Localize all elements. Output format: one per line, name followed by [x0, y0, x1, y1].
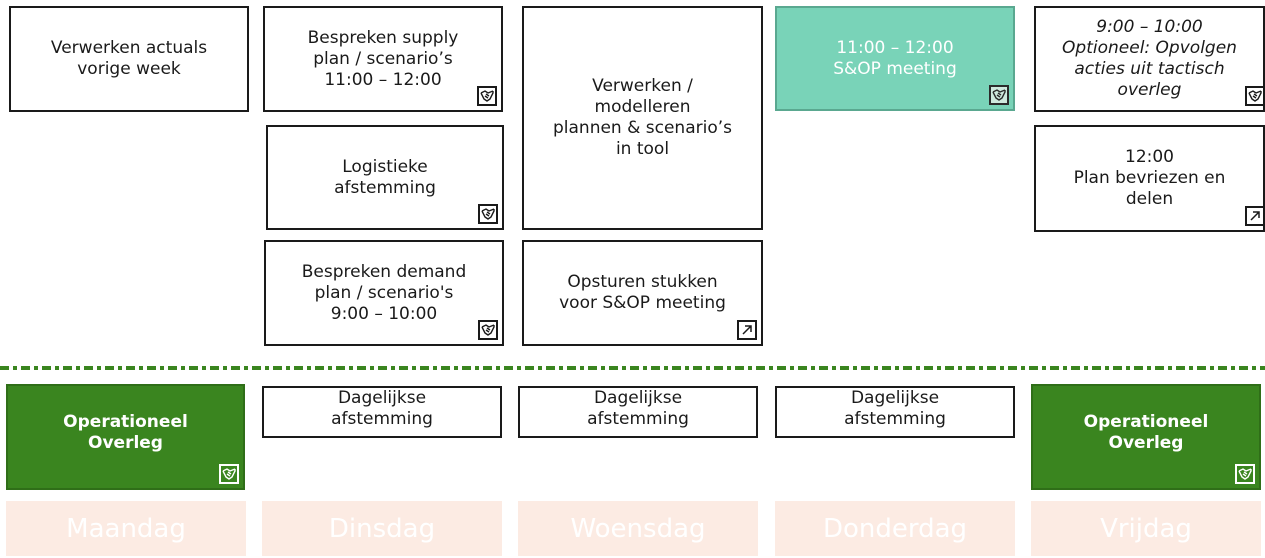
- card-text: plan / scenario’s: [313, 48, 453, 69]
- day-label-donderdag: Donderdag: [775, 501, 1015, 556]
- card-text: afstemming: [331, 409, 433, 429]
- handshake-icon: [219, 464, 239, 484]
- card-plan-bevriezen: 12:00 Plan bevriezen en delen: [1034, 125, 1265, 232]
- share-arrow-icon: [737, 320, 757, 340]
- card-text: Operationeel: [1083, 412, 1209, 432]
- card-verwerken-modelleren: Verwerken / modelleren plannen & scenari…: [522, 6, 763, 230]
- card-text: in tool: [615, 139, 670, 159]
- share-arrow-icon: [1245, 206, 1265, 226]
- card-text: Dagelijkse: [850, 388, 940, 408]
- card-dagelijkse-afstemming-thursday: Dagelijkse afstemming: [775, 386, 1015, 438]
- card-text: Verwerken actuals: [50, 38, 208, 58]
- handshake-icon: [478, 204, 498, 224]
- card-text: Optioneel: Opvolgen: [1062, 38, 1237, 58]
- card-text: Logistieke: [342, 156, 428, 177]
- card-text: Opsturen stukken: [567, 272, 718, 292]
- card-text: plannen & scenario’s: [552, 118, 732, 138]
- card-text: 11:00 – 12:00: [836, 37, 954, 58]
- handshake-icon: [989, 85, 1009, 105]
- day-label-dinsdag: Dinsdag: [262, 501, 502, 556]
- card-text: acties uit tactisch: [1074, 59, 1225, 79]
- card-text: overleg: [1117, 80, 1182, 100]
- card-text: afstemming: [334, 177, 436, 198]
- card-text: 9:00 – 10:00: [1096, 17, 1203, 37]
- card-text: Bespreken supply: [307, 27, 459, 48]
- card-text: voor S&OP meeting: [559, 293, 726, 313]
- day-label-vrijdag: Vrijdag: [1031, 501, 1261, 556]
- card-operationeel-overleg-friday: Operationeel Overleg: [1031, 384, 1261, 490]
- card-text: Dagelijkse: [593, 388, 683, 408]
- handshake-icon: [1235, 464, 1255, 484]
- card-text: 12:00: [1125, 147, 1174, 167]
- card-text: vorige week: [77, 59, 181, 79]
- card-operationeel-overleg-monday: Operationeel Overleg: [6, 384, 245, 490]
- handshake-icon: [478, 320, 498, 340]
- card-dagelijkse-afstemming-tuesday: Dagelijkse afstemming: [262, 386, 502, 438]
- card-text: afstemming: [587, 409, 689, 429]
- card-text: afstemming: [844, 409, 946, 429]
- card-text: delen: [1125, 189, 1174, 209]
- card-text: modelleren: [594, 97, 691, 117]
- card-text: Bespreken demand: [301, 261, 467, 282]
- card-sop-meeting: 11:00 – 12:00 S&OP meeting: [775, 6, 1015, 111]
- operational-divider: [0, 366, 1265, 370]
- handshake-icon: [1245, 86, 1265, 106]
- card-opsturen-stukken: Opsturen stukken voor S&OP meeting: [522, 240, 763, 346]
- day-label-woensdag: Woensdag: [518, 501, 758, 556]
- card-text: 9:00 – 10:00: [330, 303, 438, 324]
- card-text: plan / scenario's: [314, 282, 454, 303]
- card-text: Overleg: [88, 433, 163, 453]
- handshake-icon: [477, 86, 497, 106]
- card-text: S&OP meeting: [833, 58, 957, 79]
- card-text: Plan bevriezen en: [1073, 168, 1226, 188]
- card-text: Verwerken /: [592, 76, 693, 96]
- card-text: Operationeel: [63, 412, 188, 432]
- card-text: Overleg: [1108, 433, 1184, 453]
- card-text: 11:00 – 12:00: [324, 69, 442, 90]
- card-bespreken-demand: Bespreken demand plan / scenario's 9:00 …: [264, 240, 504, 346]
- card-verwerken-actuals: Verwerken actuals vorige week: [9, 6, 249, 112]
- day-label-maandag: Maandag: [6, 501, 246, 556]
- card-optioneel-opvolgen: 9:00 – 10:00 Optioneel: Opvolgen acties …: [1034, 6, 1265, 112]
- card-dagelijkse-afstemming-wednesday: Dagelijkse afstemming: [518, 386, 758, 438]
- card-bespreken-supply: Bespreken supply plan / scenario’s 11:00…: [263, 6, 503, 112]
- card-logistieke-afstemming: Logistieke afstemming: [266, 125, 504, 230]
- card-text: Dagelijkse: [337, 388, 427, 408]
